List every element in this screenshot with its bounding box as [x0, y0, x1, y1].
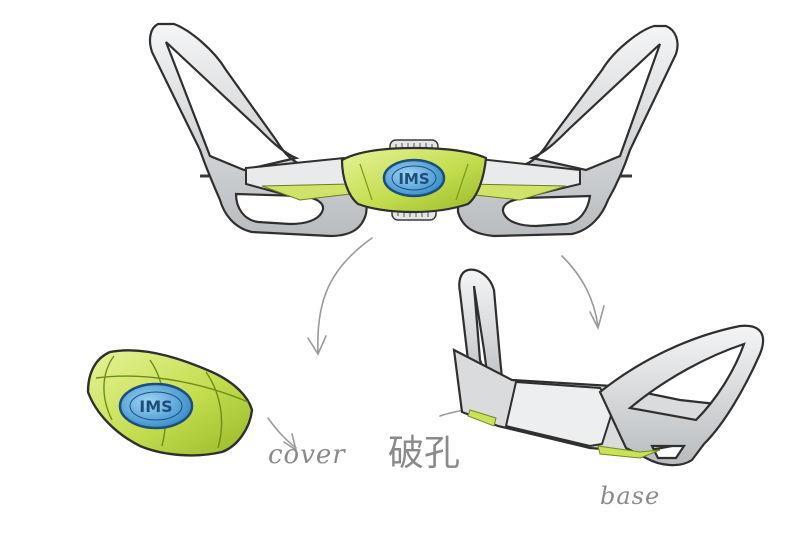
- logo-text-cover: IMS: [139, 397, 172, 416]
- cover-part: IMS: [86, 349, 254, 457]
- ims-logo-cover: IMS: [118, 382, 194, 430]
- headband-assembly-top: IMS: [148, 22, 679, 238]
- right-loop-frame: [456, 24, 679, 238]
- base-hole-plate: [504, 380, 616, 448]
- ims-logo-top: IMS: [382, 158, 446, 198]
- label-base: base: [600, 482, 661, 510]
- label-cover: cover: [268, 440, 346, 470]
- base-part: [452, 268, 765, 467]
- arrow-to-base: [561, 255, 599, 327]
- label-hole: 破孔: [388, 433, 461, 474]
- arrow-to-cover: [317, 237, 373, 353]
- left-loop-frame: [148, 22, 370, 238]
- logo-text: IMS: [398, 170, 429, 188]
- arrow-cover-label: [267, 417, 297, 449]
